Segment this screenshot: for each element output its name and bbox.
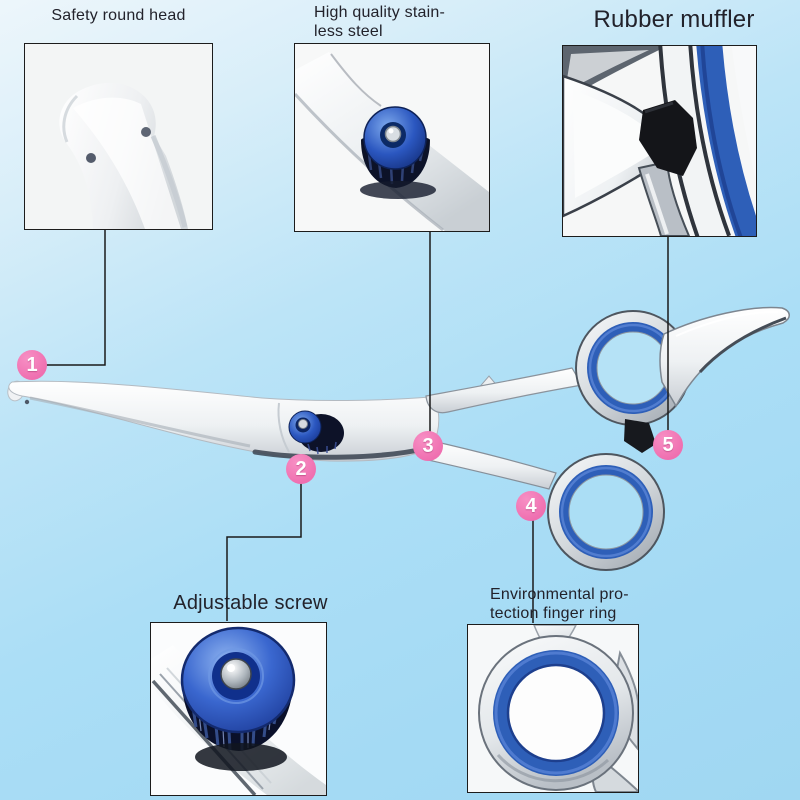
photo-safety-round-head: [25, 44, 212, 229]
photo-rubber-muffler: [563, 46, 756, 236]
marker-5-rubber-muffler: 5: [653, 430, 683, 460]
label-finger-ring: Environmental pro- tection finger ring: [490, 585, 629, 623]
photo-stainless-steel: [295, 44, 489, 231]
callout-box-finger-ring: [467, 624, 639, 793]
label-finger-ring-line2: tection finger ring: [490, 605, 617, 622]
scissors-muffler-bumper: [624, 419, 656, 453]
marker-3-stainless-steel: 3: [413, 431, 443, 461]
marker-4-finger-ring: 4: [516, 491, 546, 521]
scissors-blade: [7, 380, 440, 462]
label-stainless-steel-line2: less steel: [314, 23, 383, 40]
marker-2-adjustable-screw: 2: [286, 454, 316, 484]
label-rubber-muffler: Rubber muffler: [593, 6, 755, 33]
label-adjustable-screw: Adjustable screw: [173, 592, 328, 614]
callout-box-adjustable-screw: [150, 622, 327, 796]
callout-box-rubber-muffler: [562, 45, 757, 237]
scissors-upper-handle: [425, 306, 790, 426]
photo-finger-ring: [468, 625, 638, 792]
callout-box-safety-head: [24, 43, 213, 230]
label-stainless-steel-line1: High quality stain-: [314, 4, 445, 21]
label-stainless-steel: High quality stain- less steel: [314, 3, 445, 41]
photo-adjustable-screw: [151, 623, 326, 795]
label-finger-ring-line1: Environmental pro-: [490, 586, 629, 603]
label-safety-round-head: Safety round head: [51, 7, 186, 24]
scissors-pivot-screw: [288, 410, 344, 455]
connector-safety-head: [41, 230, 106, 366]
marker-1-safety-head: 1: [17, 350, 47, 380]
callout-box-stainless-steel: [294, 43, 490, 232]
